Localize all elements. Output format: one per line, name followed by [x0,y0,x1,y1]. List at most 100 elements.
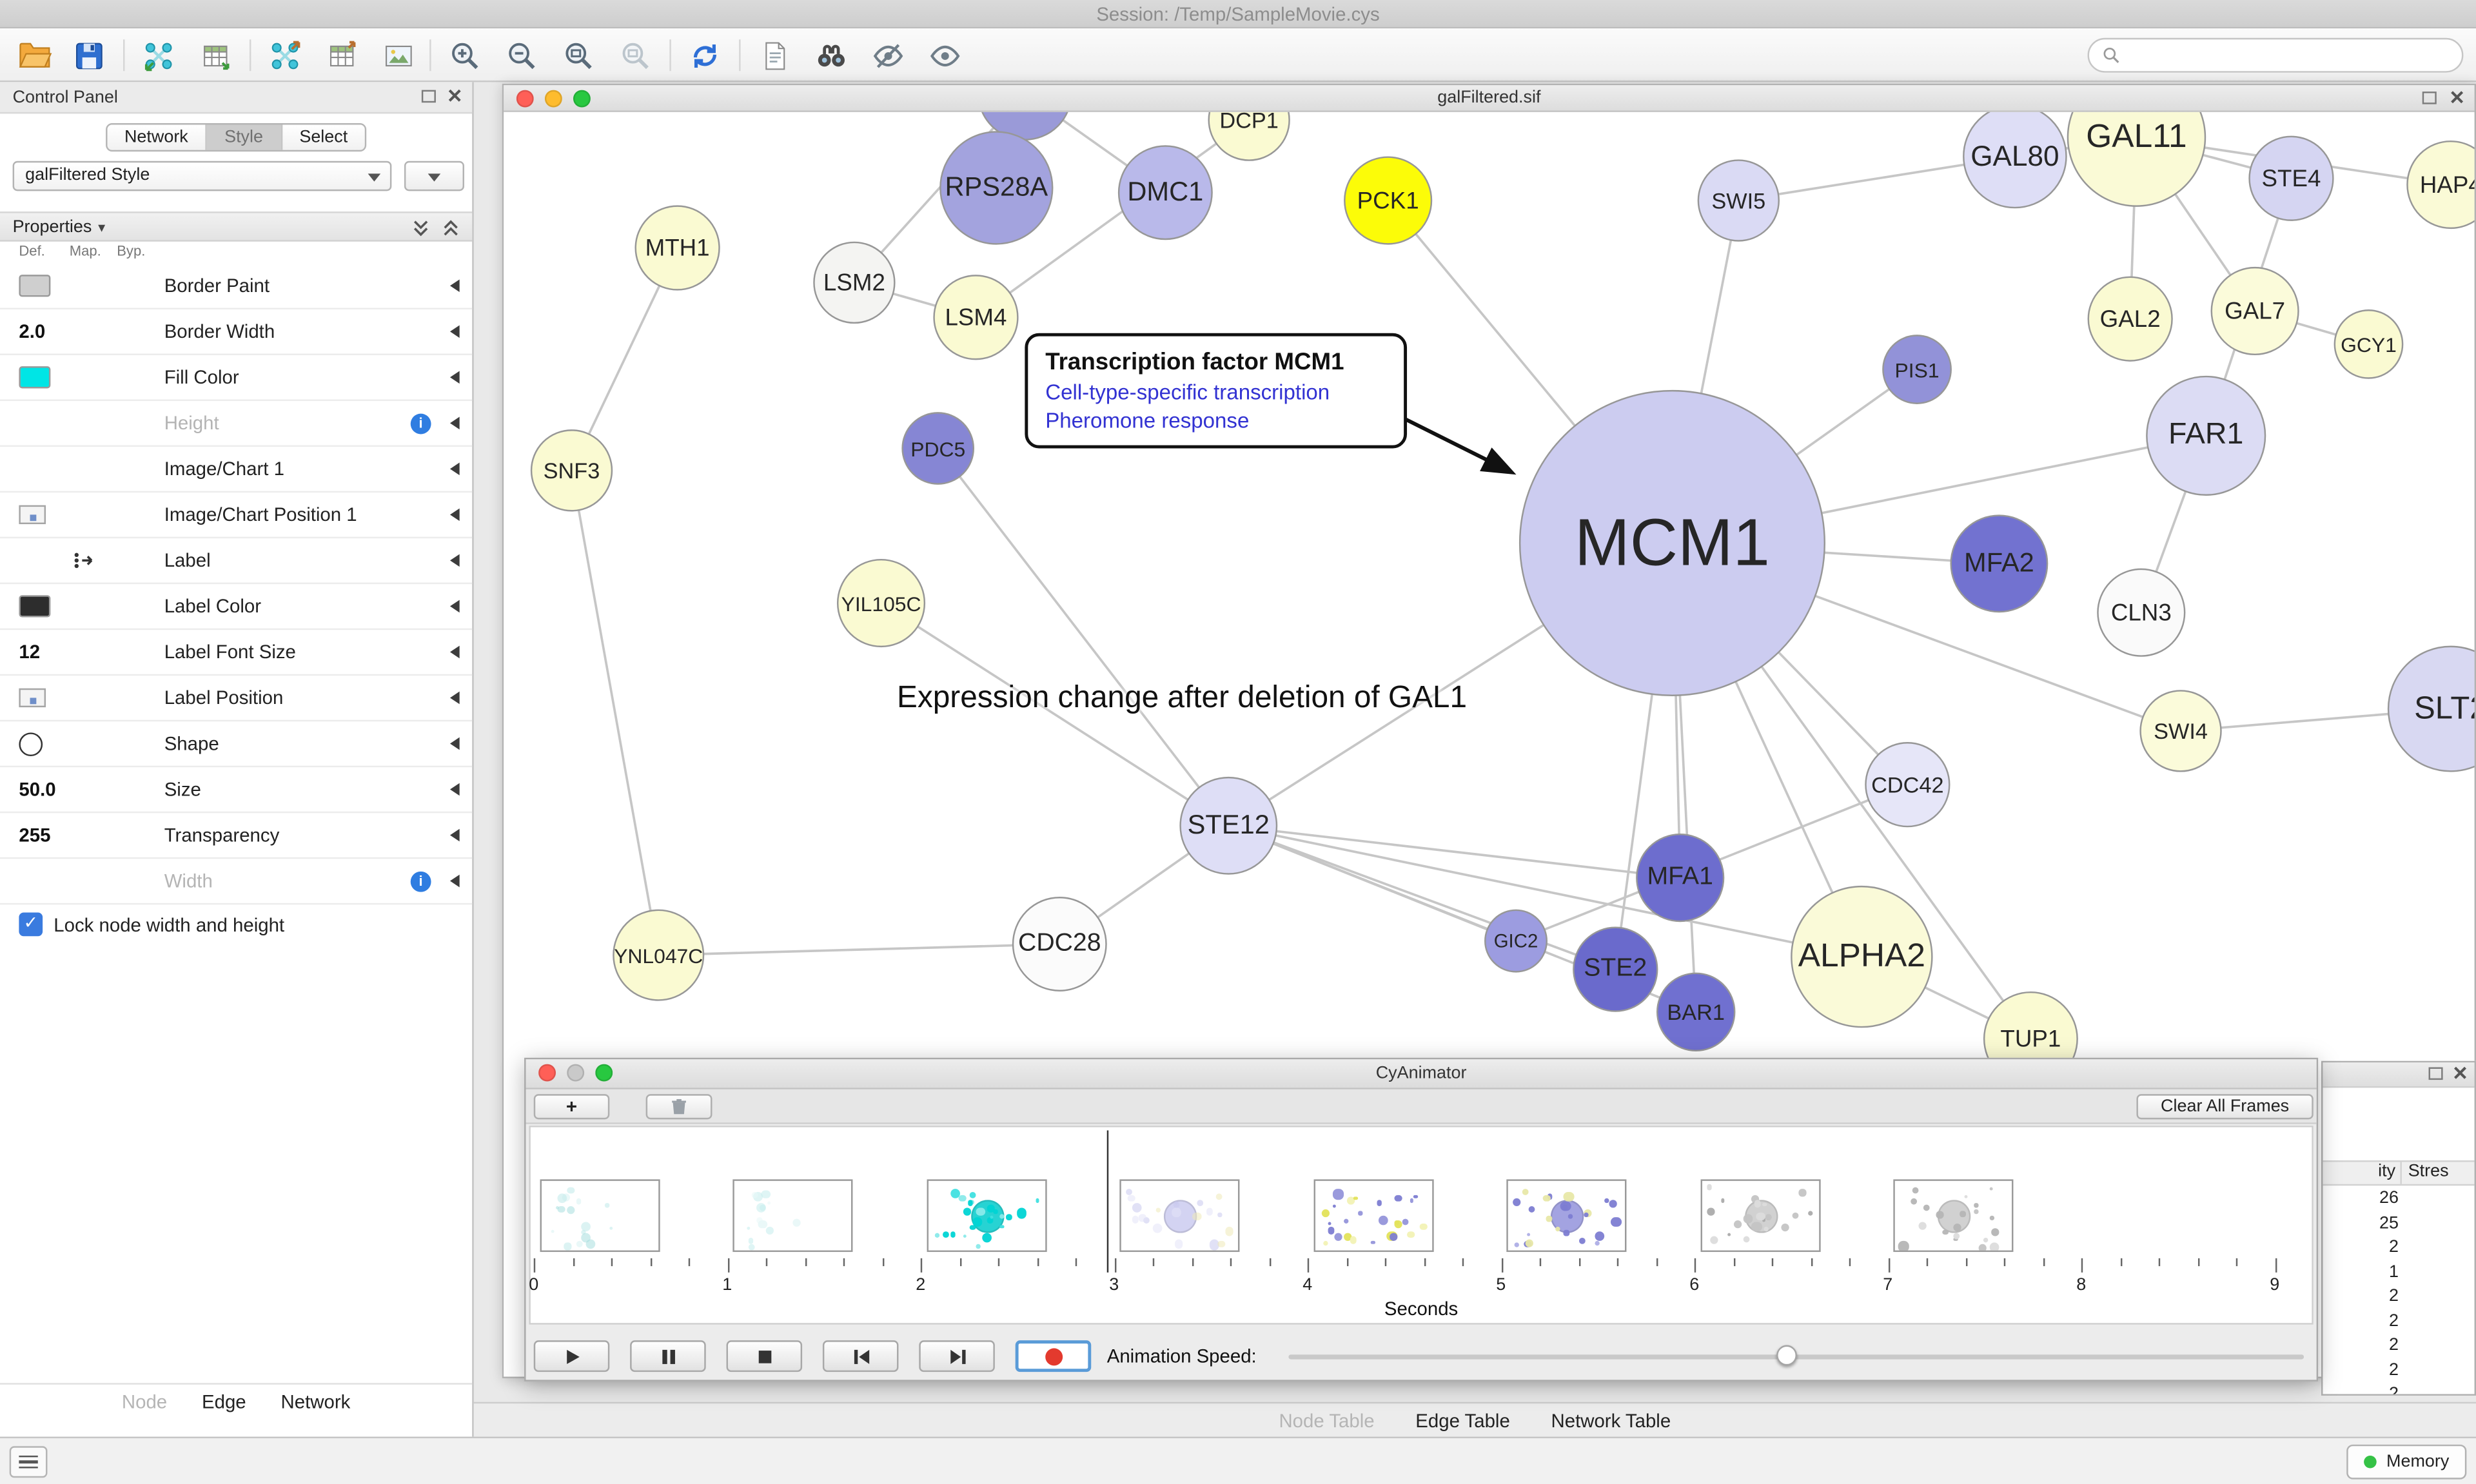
network-node-lsm2[interactable]: LSM2 [813,241,896,324]
canvas-caption-text[interactable]: Expression change after deletion of GAL1 [897,680,1468,716]
results-row[interactable]: 2 [2389,1384,2399,1394]
tab-style[interactable]: Style [207,124,282,150]
tab-network[interactable]: Network [107,124,208,150]
animation-frame-thumbnail-2[interactable] [927,1179,1047,1253]
network-node-far1[interactable]: FAR1 [2146,375,2266,496]
clear-all-frames-button[interactable]: Clear All Frames [2136,1094,2314,1120]
position-icon[interactable] [19,505,46,525]
network-node-dmc1[interactable]: DMC1 [1117,145,1213,240]
annotation-link-1[interactable]: Cell-type-specific transcription [1045,380,1330,404]
float-panel-icon[interactable] [421,90,436,103]
network-node-ste2[interactable]: STE2 [1573,926,1658,1012]
zoom-light-icon[interactable] [595,1064,613,1082]
expand-arrow-icon[interactable] [449,508,460,522]
export-network-button[interactable] [262,35,307,76]
network-node-gic2[interactable]: GIC2 [1484,909,1548,973]
results-row[interactable]: 26 [2379,1189,2399,1208]
document-button[interactable] [752,35,796,76]
export-table-button[interactable] [319,35,364,76]
color-swatch[interactable] [19,366,51,389]
zoom-out-button[interactable] [499,35,544,76]
export-image-button[interactable] [376,35,420,76]
network-node-gal2[interactable]: GAL2 [2087,276,2173,362]
position-icon[interactable] [19,688,46,708]
tab-network-style[interactable]: Network [280,1390,351,1412]
animation-frame-thumbnail-5[interactable] [1506,1179,1627,1253]
close-panel-icon[interactable]: ✕ [446,85,463,108]
tab-node-table[interactable]: Node Table [1279,1409,1375,1432]
network-node-mth1[interactable]: MTH1 [634,205,720,291]
style-property-row-image-chart-1[interactable]: Image/Chart 1 [0,447,473,493]
network-node-yil105c[interactable]: YIL105C [836,558,926,648]
search-box[interactable] [2087,37,2464,73]
memory-button[interactable]: Memory [2346,1444,2467,1479]
hide-selected-button[interactable] [865,35,910,76]
results-row[interactable]: 2 [2389,1335,2399,1355]
expand-arrow-icon[interactable] [449,371,460,384]
color-swatch[interactable] [19,275,51,297]
network-window-titlebar[interactable]: galFiltered.sif ✕ [504,85,2475,112]
tab-node[interactable]: Node [121,1390,168,1412]
import-table-button[interactable] [193,35,237,76]
network-node-mfa1[interactable]: MFA1 [1636,834,1725,923]
slider-thumb[interactable] [1776,1345,1797,1366]
add-frame-button[interactable]: + [533,1094,610,1120]
zoom-light-icon[interactable] [573,90,591,108]
cyanimator-titlebar[interactable]: CyAnimator [526,1059,2317,1089]
animation-frame-thumbnail-1[interactable] [733,1179,854,1253]
mapping-icon[interactable] [73,551,97,570]
style-property-row-border-paint[interactable]: Border Paint [0,264,473,310]
expand-arrow-icon[interactable] [449,828,460,842]
network-node-bar1[interactable]: BAR1 [1656,972,1736,1052]
close-window-icon[interactable]: ✕ [2449,86,2465,109]
find-button[interactable] [809,35,853,76]
info-icon[interactable]: i [410,871,431,892]
close-window-icon[interactable]: ✕ [2452,1062,2468,1085]
network-node-rps28a[interactable]: RPS28A [939,131,1054,245]
network-node-pdc5[interactable]: PDC5 [901,412,975,485]
maximize-window-icon[interactable] [2428,1067,2443,1080]
style-property-row-shape[interactable]: Shape [0,721,473,768]
skip-to-start-button[interactable] [822,1340,899,1372]
open-session-button[interactable] [13,35,57,76]
network-node-pck1[interactable]: PCK1 [1344,156,1433,245]
pause-button[interactable] [630,1340,706,1372]
network-node-swi5[interactable]: SWI5 [1697,159,1780,242]
network-node-snf3[interactable]: SNF3 [530,429,613,512]
network-node-gal80[interactable]: GAL80 [1963,112,2067,209]
expand-arrow-icon[interactable] [449,600,460,613]
lock-size-checkbox[interactable]: ✓ [19,912,43,937]
stop-button[interactable] [726,1340,803,1372]
expand-arrow-icon[interactable] [449,645,460,659]
network-node-cdc28[interactable]: CDC28 [1012,897,1107,991]
tab-edge[interactable]: Edge [202,1390,246,1412]
results-row[interactable]: 2 [2389,1311,2399,1331]
style-property-row-label-color[interactable]: Label Color [0,584,473,630]
minimize-light-icon[interactable] [567,1064,585,1082]
animation-frame-thumbnail-3[interactable] [1120,1179,1241,1253]
results-row[interactable]: 1 [2389,1262,2399,1282]
properties-header[interactable]: Properties▾ [0,211,473,242]
shape-circle-icon[interactable] [19,732,43,756]
network-node-ste12[interactable]: STE12 [1179,776,1278,875]
task-history-button[interactable] [9,1446,48,1478]
style-property-row-image-chart-position-1[interactable]: Image/Chart Position 1 [0,493,473,539]
expand-arrow-icon[interactable] [449,554,460,567]
expand-arrow-icon[interactable] [449,737,460,750]
color-swatch[interactable] [19,595,51,618]
network-node-ynl047c[interactable]: YNL047C [613,909,705,1001]
style-options-button[interactable] [404,161,465,191]
network-node-swi4[interactable]: SWI4 [2139,690,2222,772]
annotation-link-2[interactable]: Pheromone response [1045,409,1250,433]
save-session-button[interactable] [66,35,111,76]
expand-arrow-icon[interactable] [449,783,460,796]
timeline-playhead[interactable] [1106,1130,1109,1273]
network-node-lsm4[interactable]: LSM4 [933,275,1019,360]
